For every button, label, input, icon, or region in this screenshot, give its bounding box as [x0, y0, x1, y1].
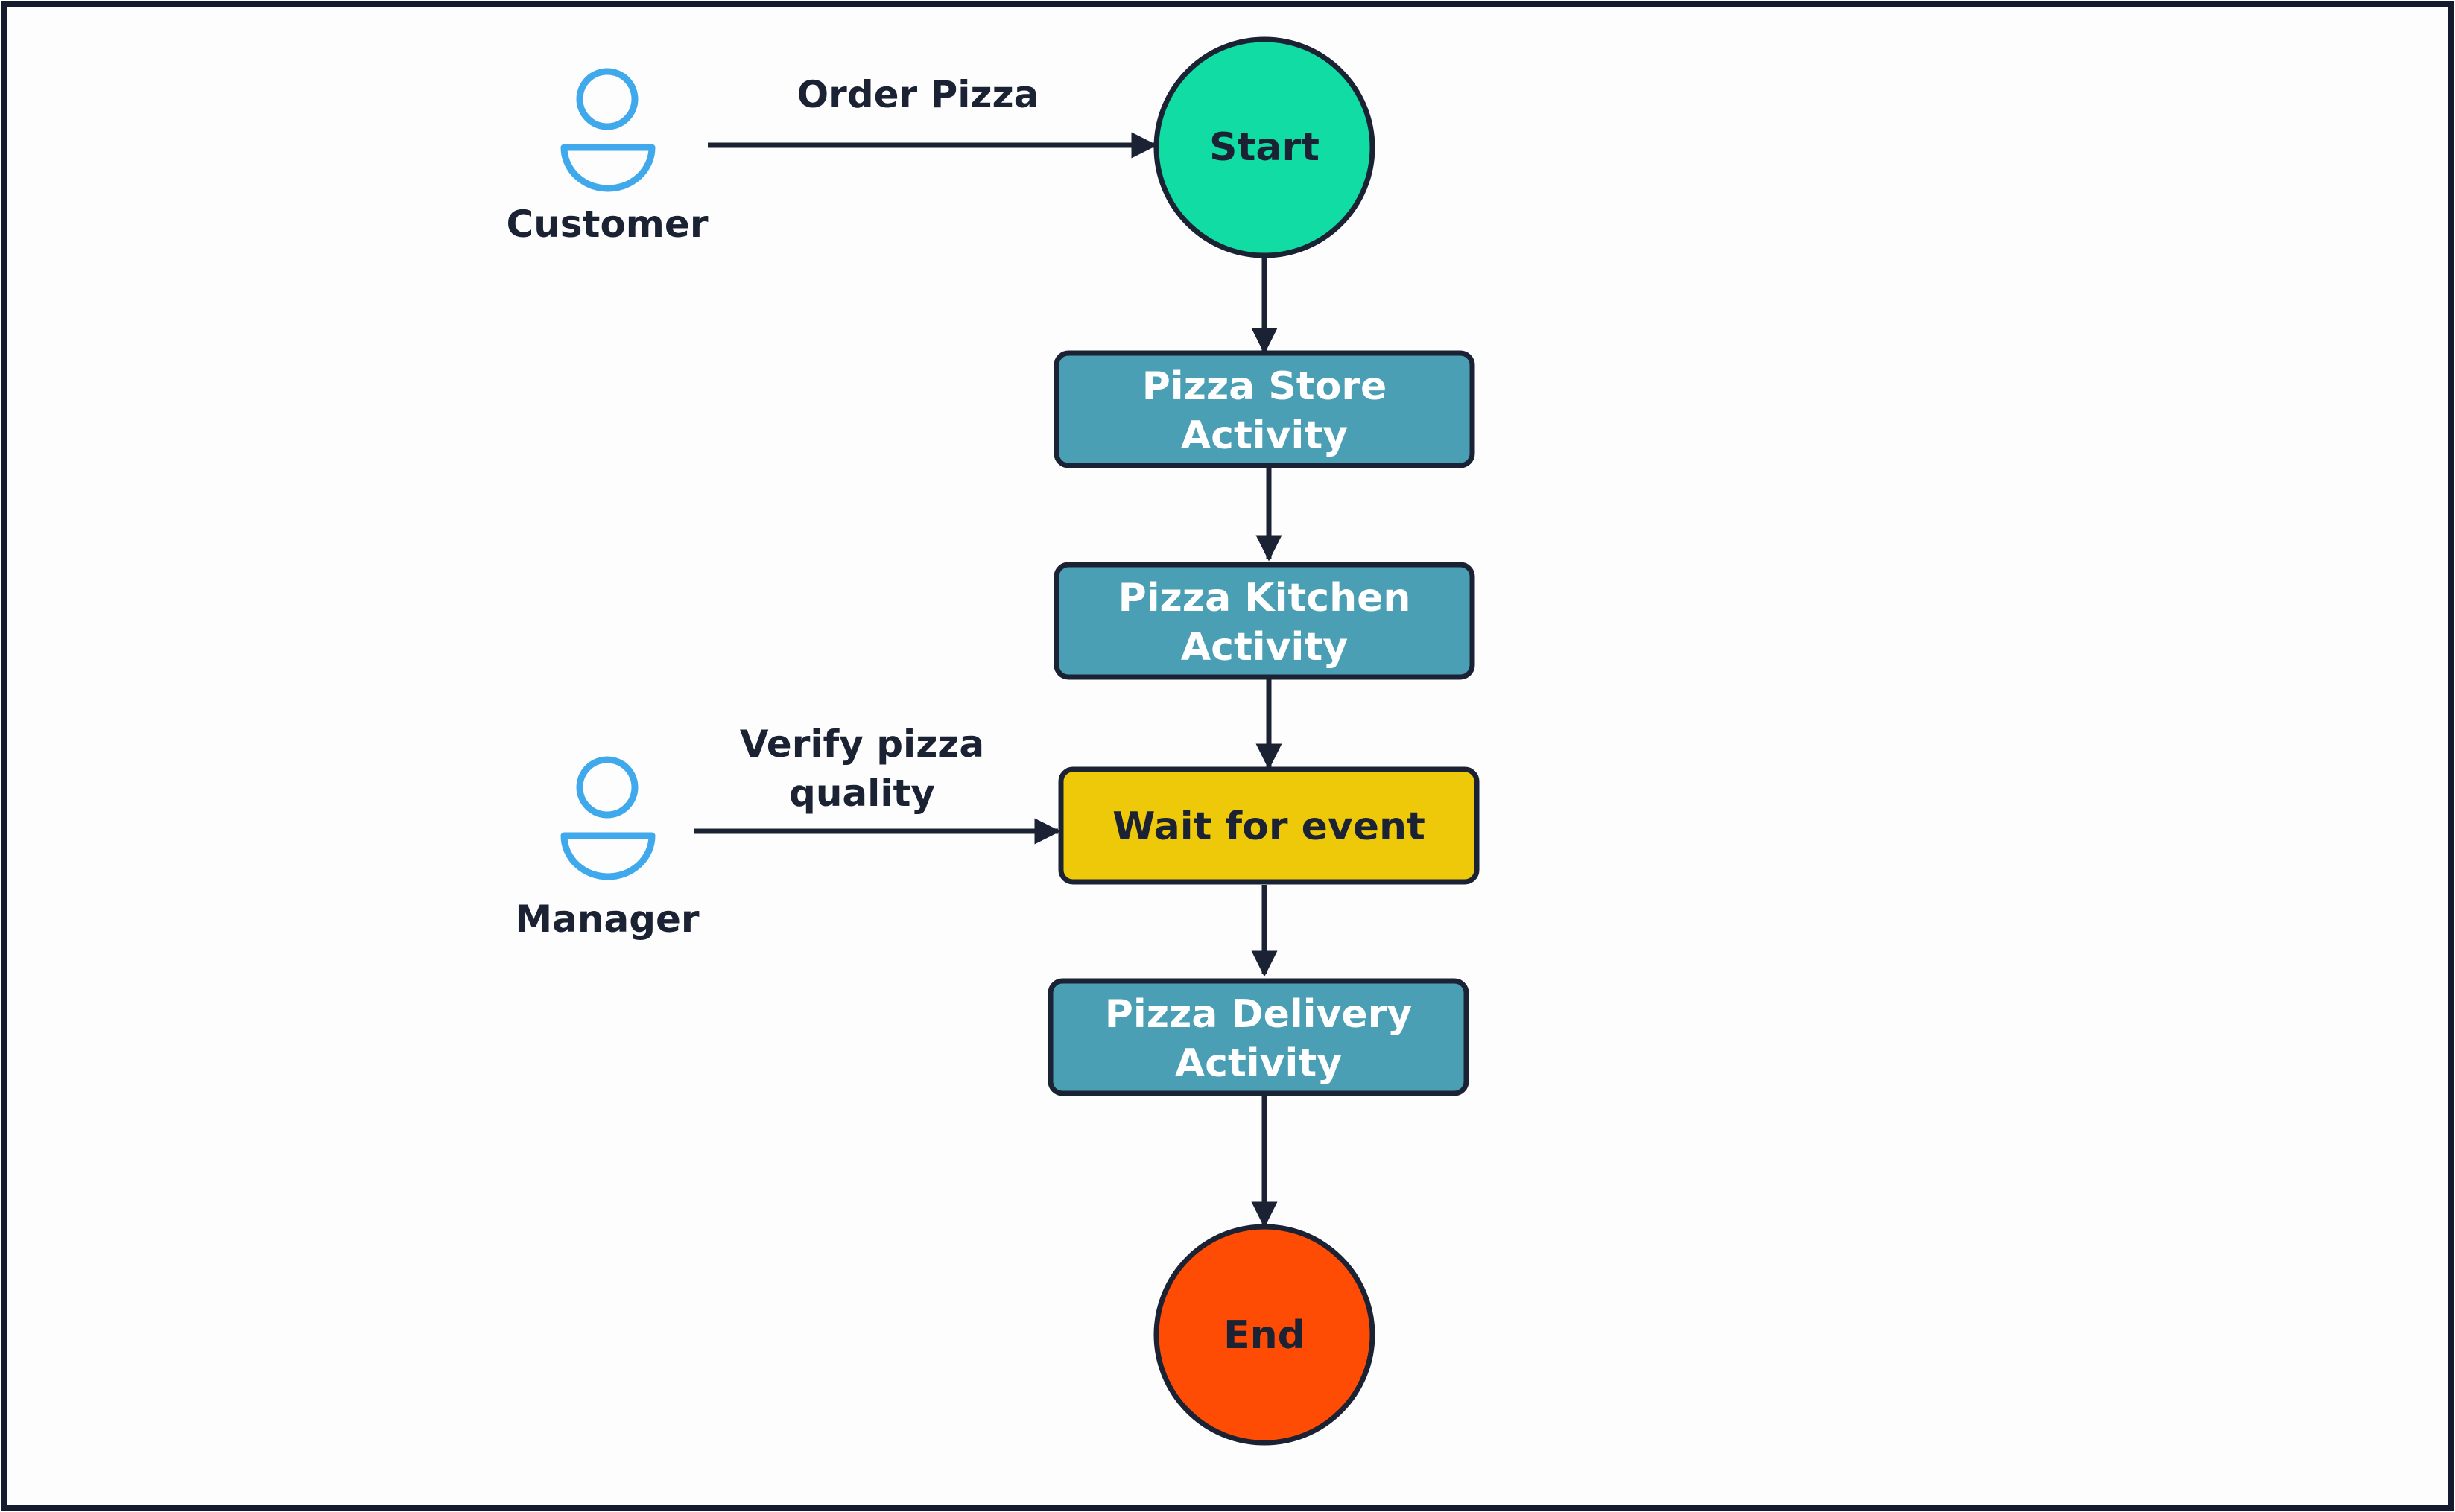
pizza-store-label-line1: Pizza Store [1142, 364, 1387, 409]
start-node: Start [1153, 36, 1375, 258]
user-icon [560, 68, 656, 192]
user-icon [560, 756, 656, 880]
pizza-delivery-activity: Pizza Delivery Activity [1048, 978, 1469, 1096]
wait-for-event-label: Wait for event [1112, 804, 1425, 849]
end-node-label: End [1223, 1313, 1305, 1358]
start-node-label: Start [1209, 125, 1320, 170]
edge-label-verify-line1: Verify pizza [740, 722, 984, 766]
actor-customer: Customer [507, 68, 709, 246]
pizza-delivery-label-line1: Pizza Delivery [1105, 992, 1412, 1037]
actor-customer-label: Customer [507, 203, 709, 246]
edge-label-verify-line2: quality [789, 772, 935, 815]
pizza-kitchen-label-line2: Activity [1181, 625, 1348, 670]
pizza-delivery-label-line2: Activity [1175, 1041, 1342, 1086]
pizza-store-label-line2: Activity [1181, 413, 1348, 458]
wait-for-event-node: Wait for event [1058, 766, 1480, 885]
end-node: End [1153, 1224, 1375, 1446]
actor-manager: Manager [515, 756, 700, 941]
pizza-kitchen-activity: Pizza Kitchen Activity [1054, 562, 1475, 680]
pizza-kitchen-label-line1: Pizza Kitchen [1118, 576, 1411, 620]
edge-label-order-pizza: Order Pizza [797, 73, 1039, 116]
actor-manager-label: Manager [515, 898, 700, 941]
pizza-store-activity: Pizza Store Activity [1054, 350, 1475, 468]
